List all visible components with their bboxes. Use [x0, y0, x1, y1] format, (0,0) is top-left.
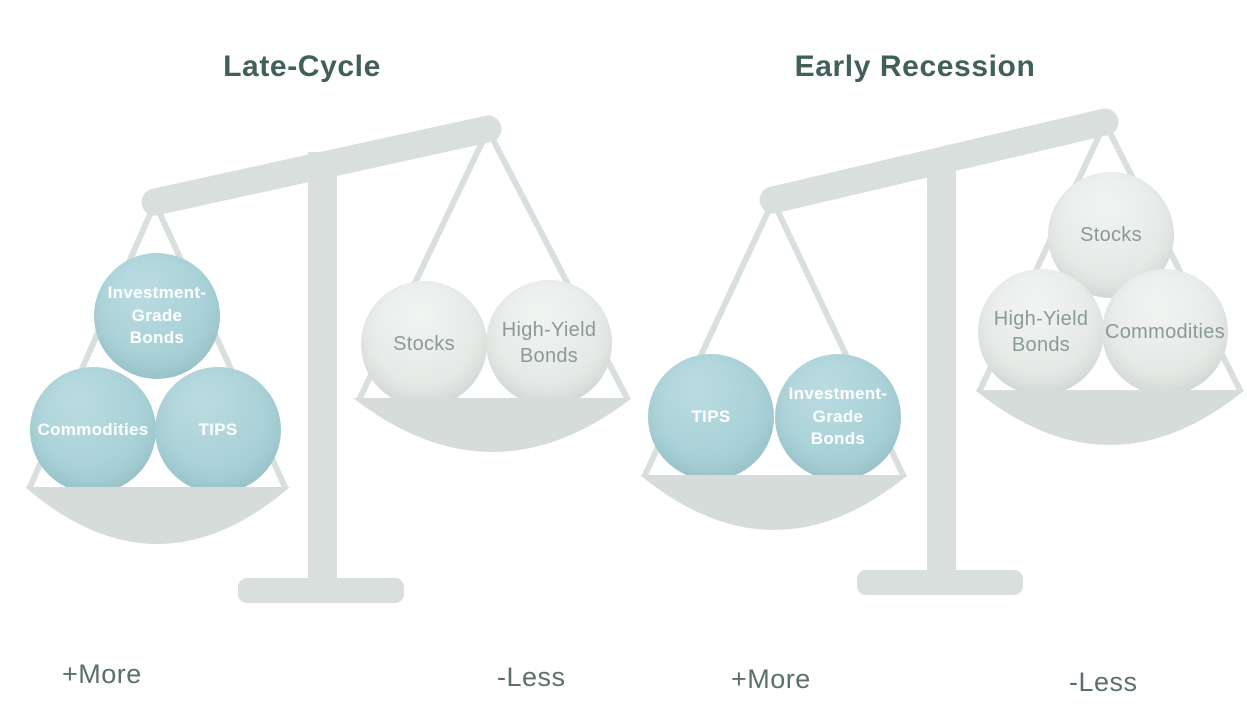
ball-commodities: Commodities	[30, 367, 156, 493]
ball-high-yield-bonds: High-Yield Bonds	[978, 269, 1104, 395]
ball-label: Commodities	[1105, 320, 1225, 343]
balance-pan-left	[640, 475, 908, 530]
ball-high-yield-bonds: High-Yield Bonds	[486, 280, 612, 406]
less-label: -Less	[497, 662, 566, 692]
ball-label: Investment- Grade Bonds	[107, 283, 207, 348]
more-label: +More	[62, 659, 142, 689]
panel-title-late-cycle: Late-Cycle	[223, 50, 381, 83]
balance-base	[857, 570, 1023, 595]
balance-pan-right	[353, 398, 632, 452]
balance-pole	[308, 152, 337, 580]
balance-beam	[759, 108, 1119, 214]
ball-commodities: Commodities	[1102, 269, 1228, 395]
panel-title-early-recession: Early Recession	[794, 50, 1036, 83]
ball-tips: TIPS	[648, 354, 774, 480]
balance-pole	[927, 150, 956, 572]
ball-label: TIPS	[198, 419, 238, 439]
ball-investment-grade-bonds: Investment- Grade Bonds	[775, 354, 901, 480]
balance-pan-right	[975, 390, 1245, 445]
less-label: -Less	[1069, 667, 1138, 697]
balance-beam	[141, 115, 502, 216]
balance-pan-left	[25, 487, 290, 544]
ball-stocks: Stocks	[361, 281, 487, 407]
ball-label: Commodities	[37, 419, 149, 439]
ball-tips: TIPS	[155, 367, 281, 493]
ball-investment-grade-bonds: Investment- Grade Bonds	[94, 253, 220, 379]
ball-label: TIPS	[691, 406, 731, 426]
ball-label: Stocks	[393, 332, 455, 355]
more-label: +More	[731, 664, 811, 694]
ball-label: High-Yield Bonds	[993, 307, 1089, 356]
balance-base	[238, 578, 404, 603]
ball-label: Stocks	[1080, 223, 1142, 246]
ball-label: High-Yield Bonds	[501, 318, 597, 367]
ball-label: Investment- Grade Bonds	[788, 384, 888, 449]
